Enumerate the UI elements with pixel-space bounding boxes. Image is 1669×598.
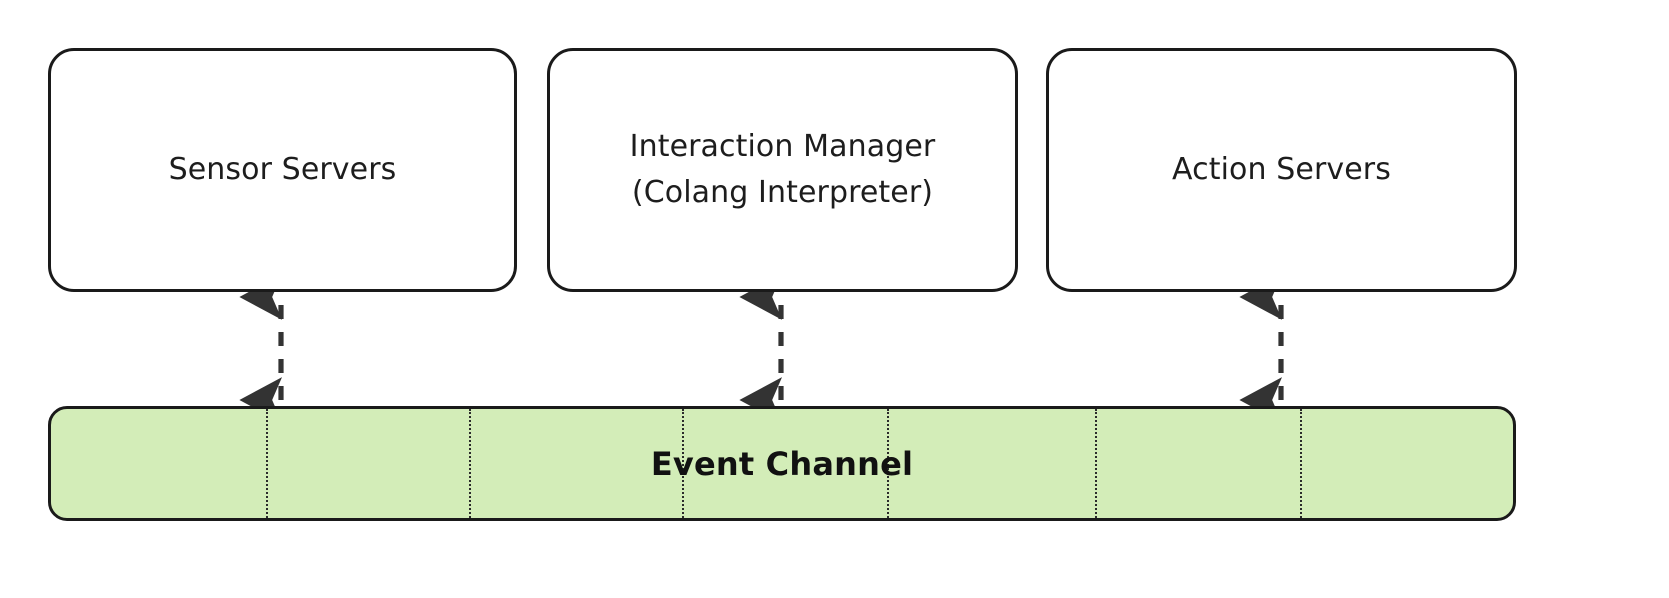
node-interaction-manager-label: Interaction Manager (Colang Interpreter) — [629, 129, 936, 210]
node-action-servers-label: Action Servers — [1172, 152, 1391, 188]
channel-divider-2 — [469, 409, 471, 518]
event-channel-label: Event Channel — [650, 444, 914, 483]
channel-divider-3 — [682, 409, 684, 518]
channel-divider-1 — [266, 409, 268, 518]
node-sensor-servers-label: Sensor Servers — [168, 152, 397, 188]
node-action-servers[interactable]: Action Servers — [1046, 48, 1517, 292]
channel-divider-4 — [887, 409, 889, 518]
channel-divider-6 — [1300, 409, 1302, 518]
channel-divider-5 — [1095, 409, 1097, 518]
event-channel-bar[interactable]: Event Channel — [48, 406, 1516, 521]
node-sensor-servers[interactable]: Sensor Servers — [48, 48, 517, 292]
node-interaction-manager[interactable]: Interaction Manager (Colang Interpreter) — [547, 48, 1018, 292]
